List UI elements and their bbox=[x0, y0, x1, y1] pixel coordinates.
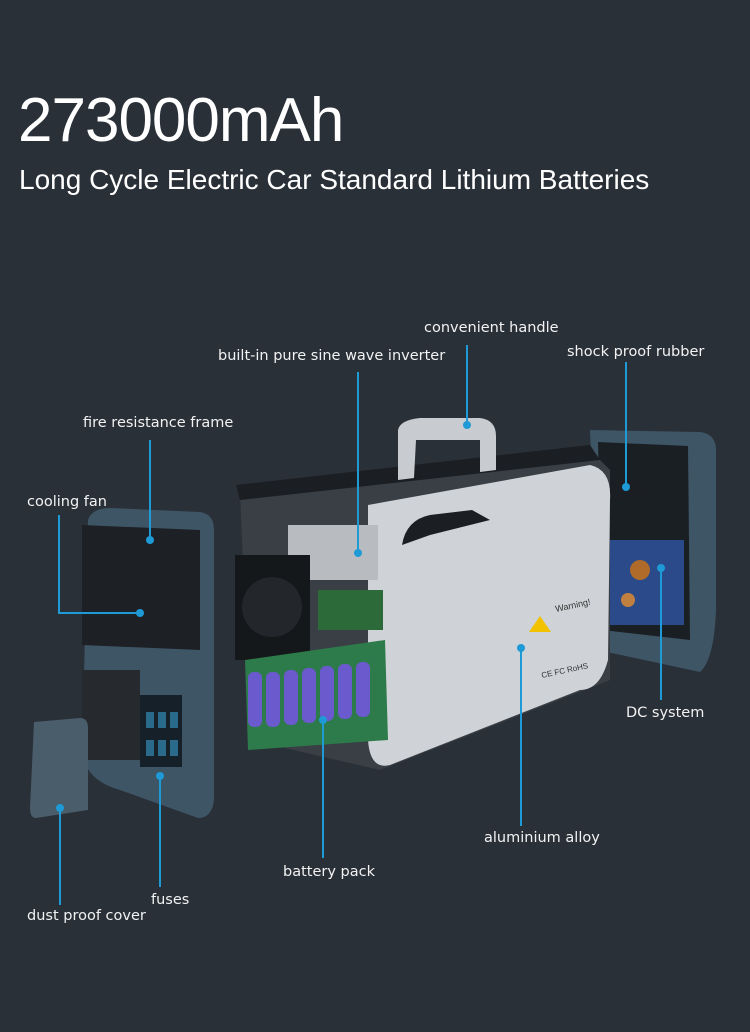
label-fuses: fuses bbox=[151, 892, 190, 908]
left-side-panel bbox=[82, 508, 214, 818]
label-dust-proof-cover: dust proof cover bbox=[27, 908, 146, 924]
headline-capacity: 273000mAh bbox=[18, 86, 344, 155]
label-fire-resistance-frame: fire resistance frame bbox=[83, 415, 234, 431]
leader-lines bbox=[58, 345, 662, 905]
leader-cooling-fan bbox=[58, 515, 140, 614]
label-inverter: built-in pure sine wave inverter bbox=[218, 348, 446, 364]
label-battery-pack: battery pack bbox=[283, 864, 375, 880]
label-cooling-fan: cooling fan bbox=[27, 494, 107, 510]
label-shock-proof-rubber: shock proof rubber bbox=[567, 344, 705, 360]
main-body: Warning! CE FC RoHS bbox=[235, 418, 650, 770]
label-dc-system: DC system bbox=[626, 705, 705, 721]
label-aluminium-alloy: aluminium alloy bbox=[484, 830, 600, 846]
headline-subtitle: Long Cycle Electric Car Standard Lithium… bbox=[19, 164, 650, 195]
leader-dots bbox=[56, 421, 665, 812]
dust-proof-cover-part bbox=[30, 718, 88, 818]
label-convenient-handle: convenient handle bbox=[424, 320, 559, 336]
